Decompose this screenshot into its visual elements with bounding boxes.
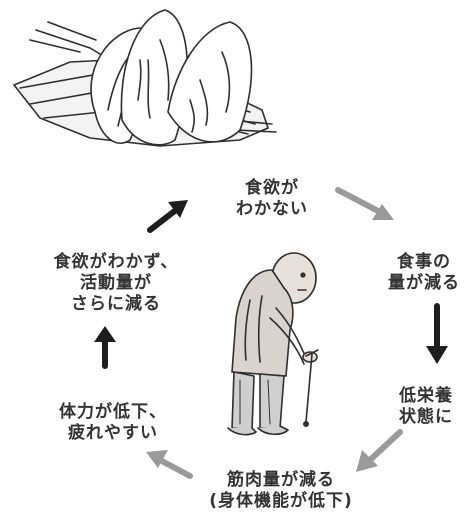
rice-ball-plate-icon (12, 9, 277, 147)
cycle-label-low-nutrition: 低栄養 状態に (399, 386, 453, 427)
arrow-muscle-to-stamina (146, 450, 193, 479)
arrow-nutrition-to-muscle (356, 429, 403, 472)
cycle-label-muscle: 筋肉量が減る (身体機能が低下) (209, 470, 353, 511)
arrow-activity-to-appetite (147, 200, 188, 233)
arrow-appetite-to-meal (335, 187, 394, 220)
elderly-person-with-cane-icon (227, 252, 319, 436)
arrow-meal-to-nutrition (426, 303, 448, 364)
cycle-label-stamina: 体力が低下、 疲れやすい (59, 402, 167, 443)
arrow-stamina-to-activity (94, 326, 116, 369)
cycle-label-activity: 食欲がわかず、 活動量が さらに減る (53, 252, 179, 314)
cycle-arrows (94, 187, 448, 479)
cycle-label-appetite: 食欲が わかない (236, 178, 308, 219)
cycle-label-meal-amount: 食事の 量が減る (388, 252, 460, 293)
